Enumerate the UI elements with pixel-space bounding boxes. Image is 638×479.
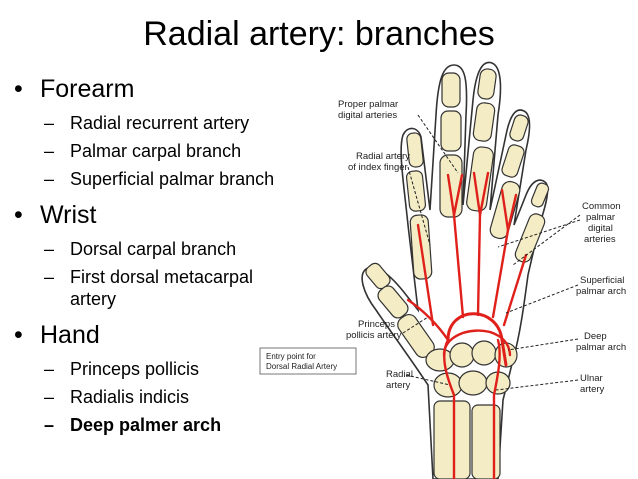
arteries: [406, 171, 528, 479]
dash-icon: –: [44, 141, 55, 161]
label-radial-index: Radial artery: [356, 151, 410, 162]
sub-bullet-continuation: artery: [12, 288, 342, 310]
label-common-palmar: Common: [582, 201, 621, 212]
label-common-palmar: palmar: [586, 212, 615, 223]
label-proper-palmar: Proper palmar: [338, 99, 398, 110]
sub-bullet-text: Superficial palmar branch: [70, 169, 275, 189]
sub-bullet: –First dorsal metacarpal: [12, 266, 342, 288]
bullet-dot-icon: •: [14, 321, 23, 349]
dash-icon: –: [44, 359, 55, 379]
entry-point-box: [259, 347, 357, 375]
label-princeps-pollicis: Princeps: [358, 319, 395, 330]
sub-bullet-text: Dorsal carpal branch: [70, 239, 237, 259]
bullet-forearm: • Forearm: [12, 74, 342, 104]
sub-bullet-text: Princeps pollicis: [70, 359, 200, 379]
bullet-list: •Forearm –Radial recurrent artery –Palma…: [12, 74, 342, 442]
label-radial-artery: artery: [386, 380, 411, 391]
sub-bullet-bold: –Deep palmer arch: [12, 414, 342, 436]
dash-icon: –: [44, 113, 55, 133]
label-deep-arch: Deep: [584, 331, 607, 342]
bullet-wrist: • Wrist: [12, 200, 342, 230]
label-proper-palmar: digital arteries: [338, 110, 397, 121]
sub-bullet-text: Radialis indicis: [70, 387, 190, 407]
label-superficial-arch: palmar arch: [576, 286, 626, 297]
label-radial-index: of index finger: [348, 162, 408, 173]
bullet-dot-icon: •: [14, 201, 23, 229]
carpal-bones: [425, 340, 518, 479]
sub-bullet-text: First dorsal metacarpal: [70, 267, 254, 287]
dash-icon: –: [44, 387, 55, 407]
dash-icon: –: [44, 169, 55, 189]
dash-icon: –: [44, 415, 55, 435]
dash-icon: –: [44, 239, 55, 259]
finger-bones: [365, 68, 550, 359]
bullet-dot-icon: •: [14, 75, 23, 103]
hand-illustration: Entry point for Dorsal Radial Artery Pro…: [259, 61, 626, 479]
sub-bullet: –Princeps pollicis: [12, 358, 342, 380]
sub-bullet: –Radialis indicis: [12, 386, 342, 408]
label-superficial-arch: Superficial: [580, 275, 624, 286]
bullet-heading: Hand: [40, 321, 100, 349]
sub-bullet-text: artery: [70, 289, 117, 309]
label-ulnar-artery: artery: [580, 384, 605, 395]
entry-point-label: Entry point for: [266, 352, 316, 361]
dash-icon: –: [44, 267, 55, 287]
label-deep-arch: palmar arch: [576, 342, 626, 353]
sub-bullet: –Superficial palmar branch: [12, 168, 342, 190]
sub-bullet-text: Palmar carpal branch: [70, 141, 242, 161]
sub-bullet: –Palmar carpal branch: [12, 140, 342, 162]
leader-lines: [402, 114, 581, 391]
slide-title: Radial artery: branches: [143, 15, 495, 53]
bullet-heading: Wrist: [40, 201, 97, 229]
sub-bullet: –Dorsal carpal branch: [12, 238, 342, 260]
sub-bullet-text: Radial recurrent artery: [70, 113, 250, 133]
sub-bullet: –Radial recurrent artery: [12, 112, 342, 134]
entry-point-label: Dorsal Radial Artery: [266, 362, 337, 371]
label-radial-artery: Radial: [386, 369, 413, 380]
bullet-heading: Forearm: [40, 75, 135, 103]
label-common-palmar: digital: [588, 223, 613, 234]
sub-bullet-text: Deep palmer arch: [70, 415, 222, 435]
label-common-palmar: arteries: [584, 234, 616, 245]
hand-artery-diagram: Entry point for Dorsal Radial Artery Pro…: [258, 55, 638, 479]
label-princeps-pollicis: pollicis artery: [346, 330, 402, 341]
bullet-hand: • Hand: [12, 320, 342, 350]
label-ulnar-artery: Ulnar: [580, 373, 603, 384]
